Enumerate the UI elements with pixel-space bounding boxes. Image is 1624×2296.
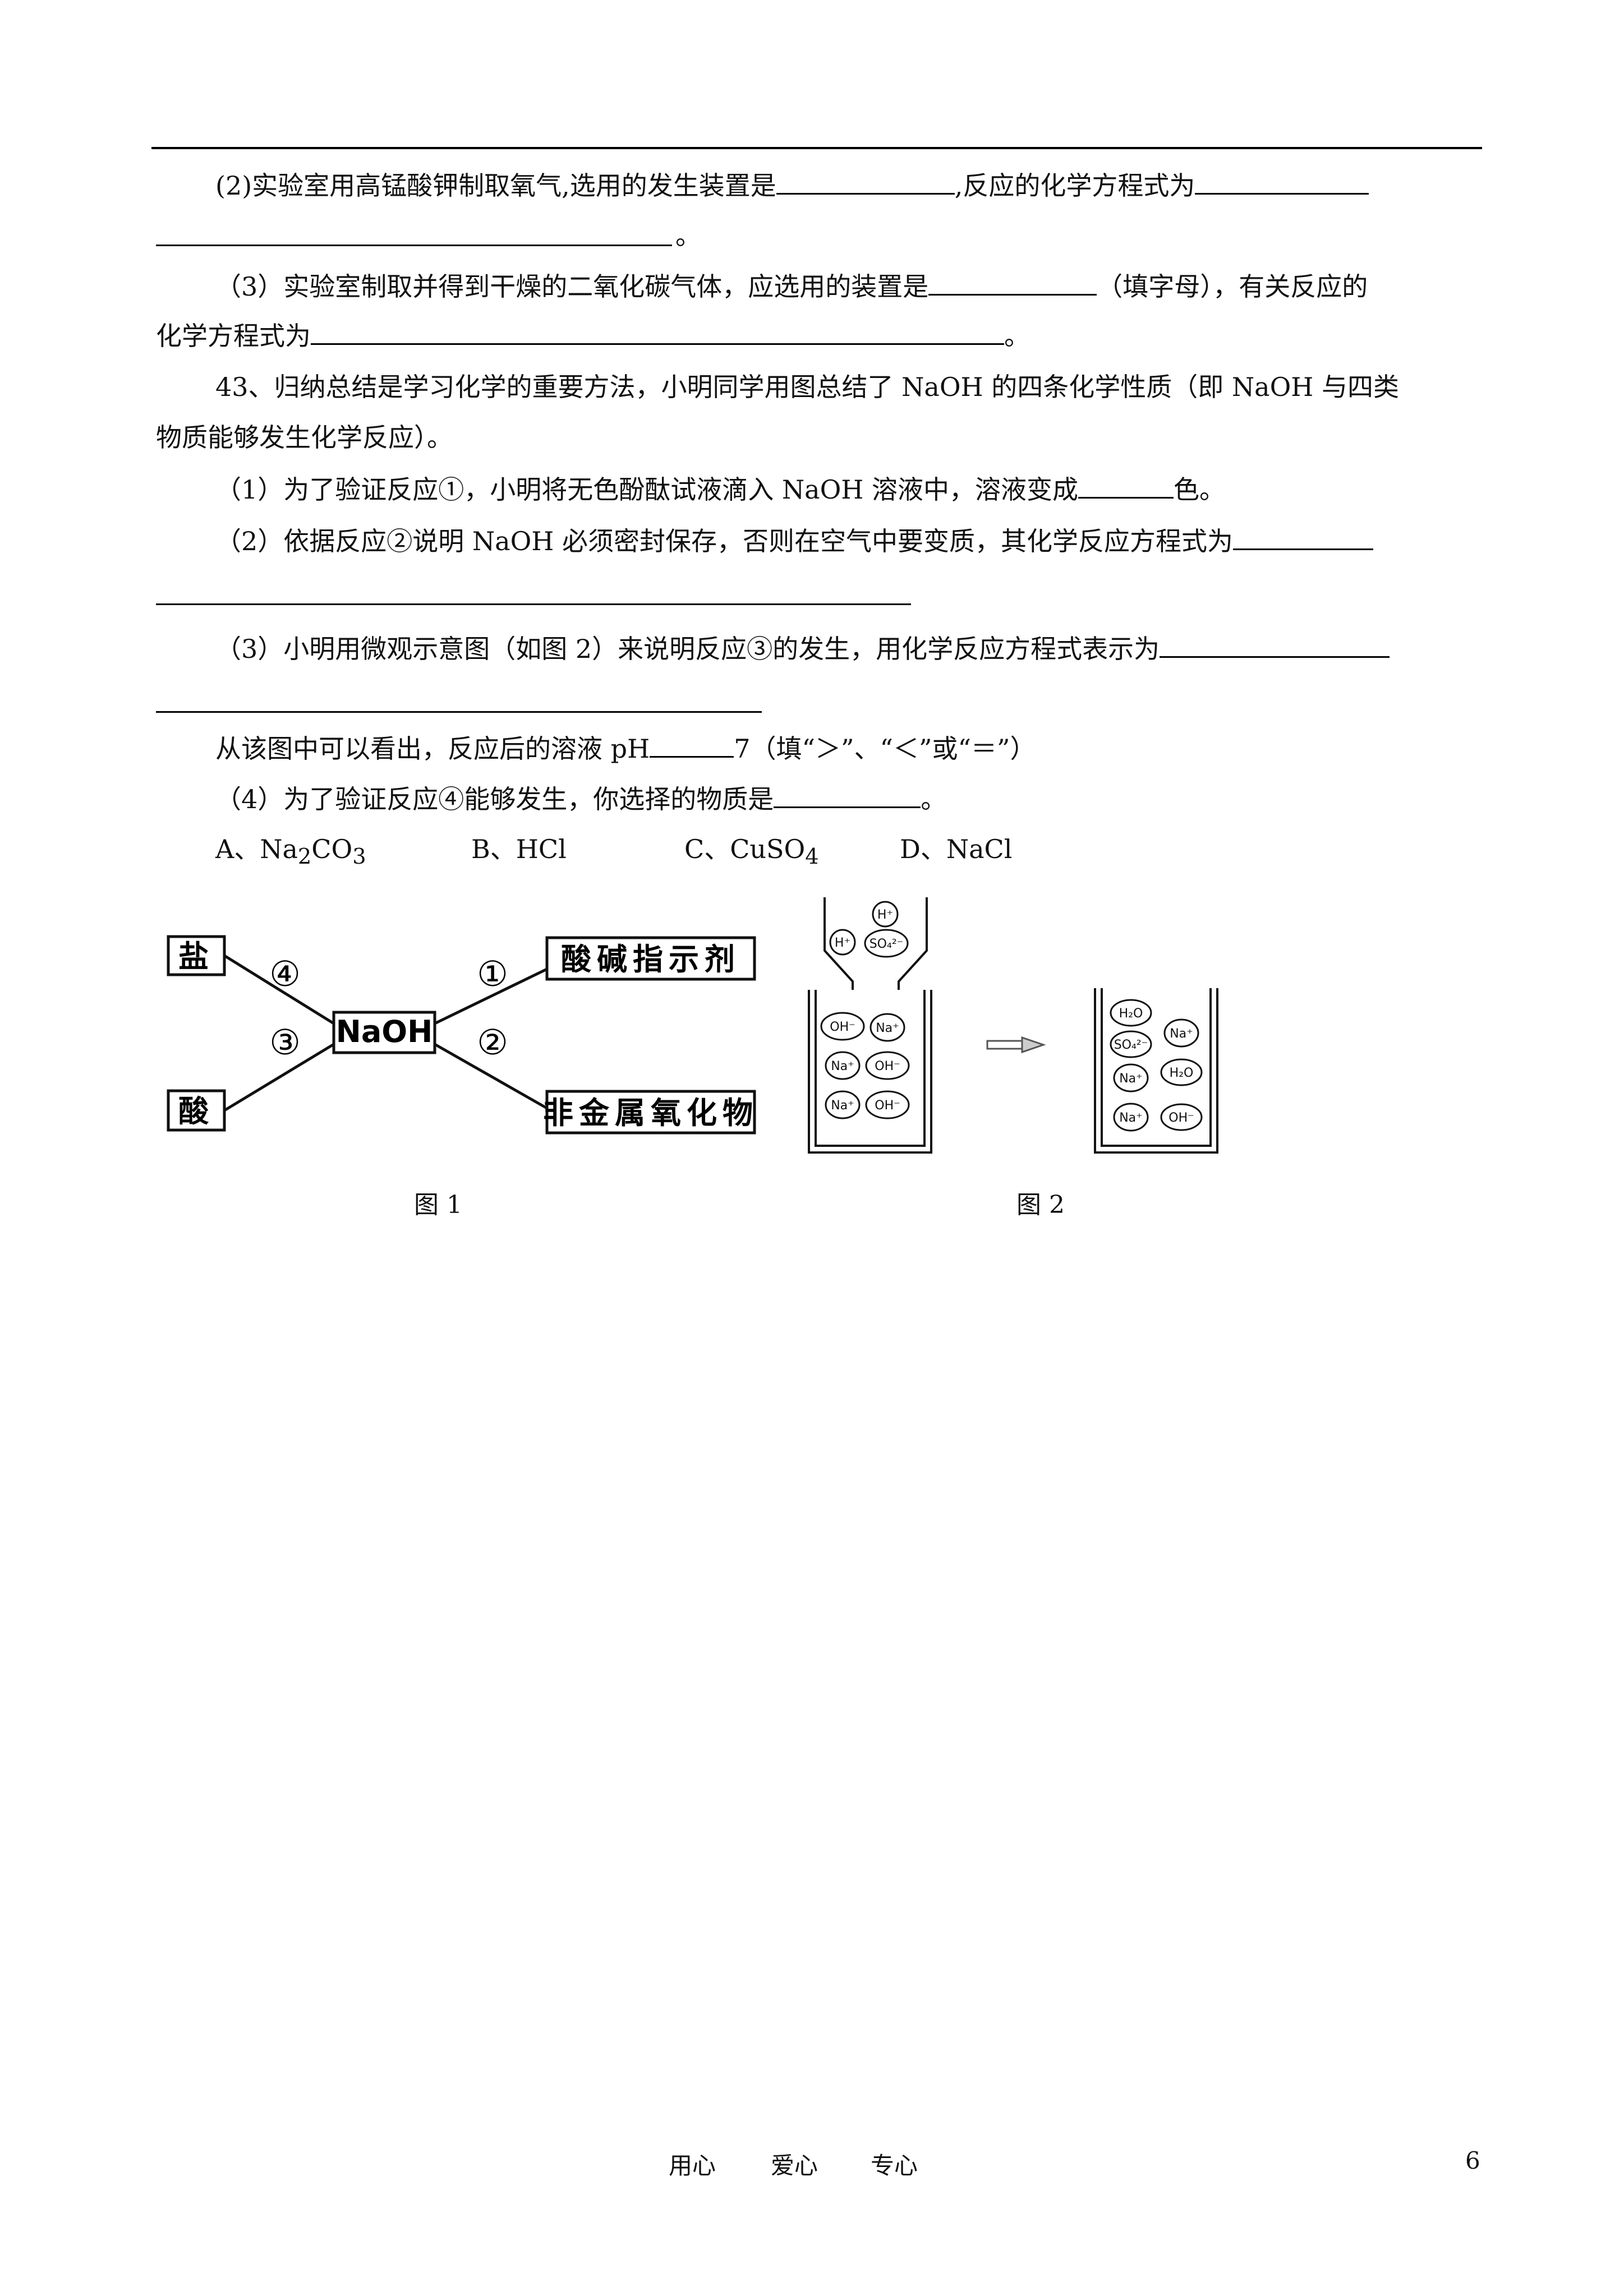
ion-after-2: SO₄²⁻	[1114, 1038, 1148, 1052]
figure2-micro-diagram: H⁺ H⁺ SO₄²⁻ OH⁻ Na⁺ Na⁺ OH⁻ Na⁺ OH⁻ H₂O …	[808, 897, 1218, 1154]
q42-part2-line1: (2)实验室用高锰酸钾制取氧气,选用的发生装置是 ,反应的化学方程式为	[215, 168, 1369, 202]
q43-part1-text-a: （1）为了验证反应①，小明将无色酚酞试液滴入 NaOH 溶液中，溶液变成	[215, 474, 1079, 505]
connector-acid	[223, 1043, 335, 1112]
answer-blank-color[interactable]	[1078, 472, 1174, 499]
q43-part2-text: （2）依据反应②说明 NaOH 必须密封保存，否则在空气中要变质，其化学反应方程…	[215, 526, 1234, 556]
label-acid: 酸	[178, 1094, 214, 1129]
ion-h-1: H⁺	[877, 908, 893, 922]
box-naoh	[332, 1011, 436, 1054]
page-number: 6	[1465, 2147, 1480, 2174]
option-c-sub: 4	[805, 844, 819, 870]
q43-ph-text-b: 7（填“＞”、“＜”或“＝”）	[734, 734, 1036, 764]
ion-after-4: Na⁺	[1119, 1072, 1143, 1086]
header-rule	[151, 147, 1482, 149]
answer-blank-co2-naoh-equation[interactable]	[1233, 524, 1374, 550]
label-naoh: NaOH	[336, 1014, 433, 1049]
q43-part1-line: （1）为了验证反应①，小明将无色酚酞试液滴入 NaOH 溶液中，溶液变成 色。	[215, 472, 1225, 506]
box-nonmetal-oxide	[545, 1090, 756, 1135]
answer-blank-neutralization-equation[interactable]	[1160, 631, 1390, 658]
connector-indicator	[434, 967, 548, 1025]
option-b[interactable]: B、HCl	[471, 832, 567, 866]
dropper-left-wall	[823, 897, 854, 990]
answer-blank-co2-equation[interactable]	[311, 319, 1004, 345]
figure1-naoh-diagram: 盐 酸 NaOH 酸碱指示剂 非金属氧化物 ④ ③ ① ②	[167, 935, 758, 1135]
figure2-caption: 图 2	[1016, 1191, 1065, 1219]
q42-part3-line2: 化学方程式为 。	[156, 319, 1030, 353]
q43-part4-text: （4）为了验证反应④能够发生，你选择的物质是	[215, 784, 774, 814]
beaker-after-outer	[1094, 988, 1218, 1154]
q42-part2-text-a: (2)实验室用高锰酸钾制取氧气,选用的发生装置是	[215, 170, 776, 201]
q43-part4-end: 。	[921, 784, 947, 814]
box-indicator	[545, 936, 756, 981]
option-c[interactable]: C、CuSO4	[684, 832, 819, 874]
q43-part3-line: （3）小明用微观示意图（如图 2）来说明反应③的发生，用化学反应方程式表示为	[215, 631, 1390, 666]
ion-after-1: H₂O	[1119, 1007, 1143, 1021]
ion-after-7: OH⁻	[1168, 1111, 1194, 1125]
q43-part3-text: （3）小明用微观示意图（如图 2）来说明反应③的发生，用化学反应方程式表示为	[215, 634, 1160, 664]
option-a-sub1: 2	[297, 844, 312, 870]
answer-blank-co2-device[interactable]	[928, 269, 1097, 296]
label-salt: 盐	[178, 939, 214, 974]
option-d[interactable]: D、NaCl	[900, 832, 1012, 866]
label-nonmetal-oxide: 非金属氧化物	[543, 1095, 758, 1131]
q42-part3-text-c: 化学方程式为	[156, 321, 311, 351]
ion-h-2: H⁺	[835, 936, 850, 950]
answer-blank-device[interactable]	[776, 168, 955, 195]
q42-part3-text-a: （3）实验室制取并得到干燥的二氧化碳气体，应选用的装置是	[215, 271, 929, 302]
option-a-sub2: 3	[352, 844, 366, 870]
q43-intro-line2: 物质能够发生化学反应）。	[156, 422, 453, 453]
ion-before-1: OH⁻	[830, 1020, 855, 1034]
connector-nonmetal-oxide	[434, 1043, 548, 1110]
label-indicator: 酸碱指示剂	[561, 942, 740, 977]
ion-before-5: Na⁺	[831, 1099, 854, 1113]
q43-part1-text-b: 色。	[1174, 474, 1226, 505]
q42-part3-line1: （3）实验室制取并得到干燥的二氧化碳气体，应选用的装置是 （填字母），有关反应的	[215, 269, 1368, 303]
ion-before-6: OH⁻	[875, 1099, 900, 1113]
reaction-arrow	[986, 1036, 1046, 1054]
beaker-after-inner	[1101, 988, 1212, 1147]
answer-blank-co2-naoh-equation-cont[interactable]	[156, 603, 911, 605]
option-a-text: A、Na	[215, 834, 298, 864]
dropper-right-wall	[898, 897, 928, 990]
reaction-4-marker: ④	[269, 953, 301, 994]
beaker-before-inner	[815, 990, 926, 1147]
q43-ph-text-a: 从该图中可以看出，反应后的溶液 pH	[215, 734, 650, 764]
ion-after-3: Na⁺	[1170, 1027, 1193, 1041]
q43-part2-line: （2）依据反应②说明 NaOH 必须密封保存，否则在空气中要变质，其化学反应方程…	[215, 524, 1374, 558]
answer-blank-equation[interactable]	[1195, 168, 1369, 195]
option-d-text: D、NaCl	[900, 834, 1013, 864]
q42-part3-text-b: （填字母），有关反应的	[1097, 271, 1368, 302]
footer-slogan-3: 专心	[871, 2152, 918, 2179]
ion-before-3: Na⁺	[831, 1059, 854, 1073]
footer-slogan-2: 爱心	[771, 2152, 818, 2179]
reaction-3-marker: ③	[269, 1022, 301, 1063]
connector-salt	[223, 954, 335, 1025]
option-b-text: B、HCl	[471, 834, 567, 864]
q42-part3-end: 。	[1004, 321, 1030, 351]
beaker-before-outer	[808, 990, 932, 1154]
answer-blank-ph[interactable]	[650, 731, 734, 758]
ion-so4-acid: SO₄²⁻	[869, 937, 904, 951]
option-c-text: C、CuSO	[684, 834, 806, 864]
q43-intro-line1: 43、归纳总结是学习化学的重要方法，小明同学用图总结了 NaOH 的四条化学性质…	[215, 372, 1400, 402]
option-a[interactable]: A、Na2CO3	[215, 832, 366, 874]
q43-ph-line: 从该图中可以看出，反应后的溶液 pH 7（填“＞”、“＜”或“＝”）	[215, 731, 1036, 766]
ion-before-4: OH⁻	[875, 1059, 900, 1073]
footer-slogan-1: 用心	[669, 2152, 716, 2179]
q42-part2-end: 。	[675, 220, 701, 251]
answer-blank-equation-cont[interactable]	[156, 245, 672, 246]
ion-before-2: Na⁺	[876, 1021, 899, 1035]
answer-blank-neutralization-equation-cont[interactable]	[156, 711, 762, 713]
q42-part2-text-b: ,反应的化学方程式为	[954, 170, 1195, 201]
answer-blank-substance[interactable]	[774, 782, 921, 808]
reaction-2-marker: ②	[477, 1022, 508, 1063]
ion-after-5: H₂O	[1170, 1066, 1194, 1080]
q43-part4-line: （4）为了验证反应④能够发生，你选择的物质是 。	[215, 782, 946, 816]
reaction-1-marker: ①	[477, 953, 508, 994]
figure1-caption: 图 1	[414, 1191, 462, 1219]
ion-after-6: Na⁺	[1119, 1111, 1143, 1125]
option-a-mid: CO	[311, 834, 353, 864]
